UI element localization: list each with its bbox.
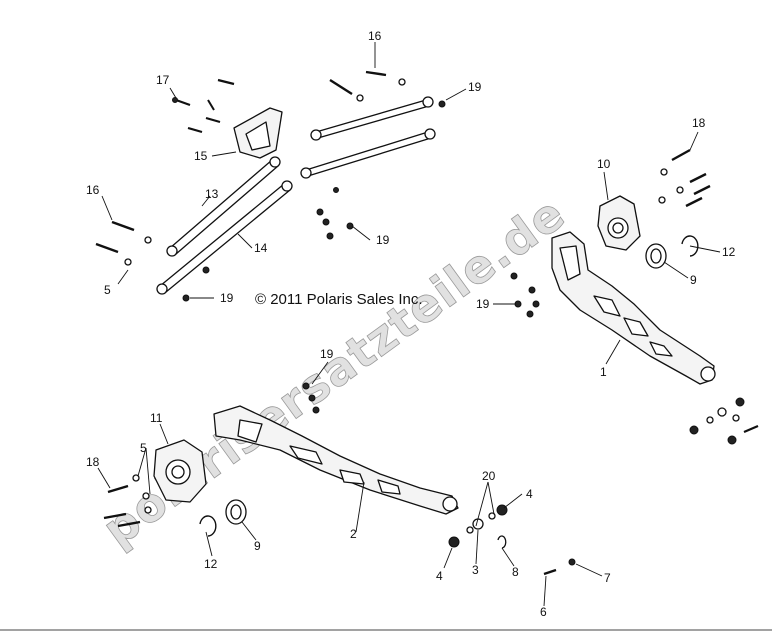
callout-19-left: 19 (220, 291, 234, 305)
trailing-arm-left (213, 405, 459, 515)
callout-19-lower: 19 (320, 347, 334, 361)
bearing-right (645, 243, 667, 269)
bearing-left (225, 499, 247, 525)
camber-link-upper (310, 96, 434, 141)
callout-12-left: 12 (204, 557, 218, 571)
callout-9-left: 9 (254, 539, 261, 553)
bolt-16-left (95, 220, 152, 266)
bolts-18-right (658, 148, 711, 208)
callout-19-center: 19 (376, 233, 390, 247)
callout-18-right: 18 (692, 116, 706, 130)
callout-16-top: 16 (368, 29, 382, 43)
callout-4-left: 4 (436, 569, 443, 583)
radius-rod-lower (156, 180, 293, 295)
callout-5-lower: 5 (140, 441, 147, 455)
callout-15: 15 (194, 149, 208, 163)
callout-10: 10 (597, 157, 611, 171)
callout-18-left: 18 (86, 455, 100, 469)
callout-13: 13 (205, 187, 219, 201)
bolts-18-left (103, 474, 152, 528)
callout-5-left: 5 (104, 283, 111, 297)
callout-19-top: 19 (468, 80, 482, 94)
callout-12-right: 12 (722, 245, 736, 259)
bolt-16-top (329, 70, 406, 102)
bolt-small (187, 78, 235, 134)
callout-2: 2 (350, 527, 357, 541)
trailing-arm-right (551, 231, 716, 385)
bearing-carrier-right (597, 195, 641, 251)
nuts-19-middle (182, 100, 446, 302)
callout-4-right: 4 (526, 487, 533, 501)
callout-14: 14 (254, 241, 268, 255)
nuts-19-center (302, 382, 320, 414)
callout-6: 6 (540, 605, 547, 619)
bolt-17 (172, 97, 191, 107)
leader-lines (97, 42, 721, 607)
callout-20: 20 (482, 469, 496, 483)
radius-rod-upper (166, 156, 281, 257)
watermark-text: polarisersatzteile.de (93, 186, 575, 557)
copyright-notice: © 2011 Polaris Sales Inc. (255, 291, 423, 308)
snap-ring-right (681, 235, 699, 257)
callout-9-right: 9 (690, 273, 697, 287)
callout-7: 7 (604, 571, 611, 585)
snap-ring-left (199, 515, 217, 537)
callout-8: 8 (512, 565, 519, 579)
callout-11: 11 (150, 411, 163, 425)
bearing-carrier-left (153, 439, 207, 503)
callout-19-right: 19 (476, 297, 490, 311)
callout-1: 1 (600, 365, 607, 379)
callout-3: 3 (472, 563, 479, 577)
radius-rod-bracket (233, 107, 283, 159)
camber-link-lower (300, 128, 436, 179)
callout-16-left: 16 (86, 183, 100, 197)
hardware-right-lower (510, 272, 759, 445)
callout-17: 17 (156, 73, 170, 87)
